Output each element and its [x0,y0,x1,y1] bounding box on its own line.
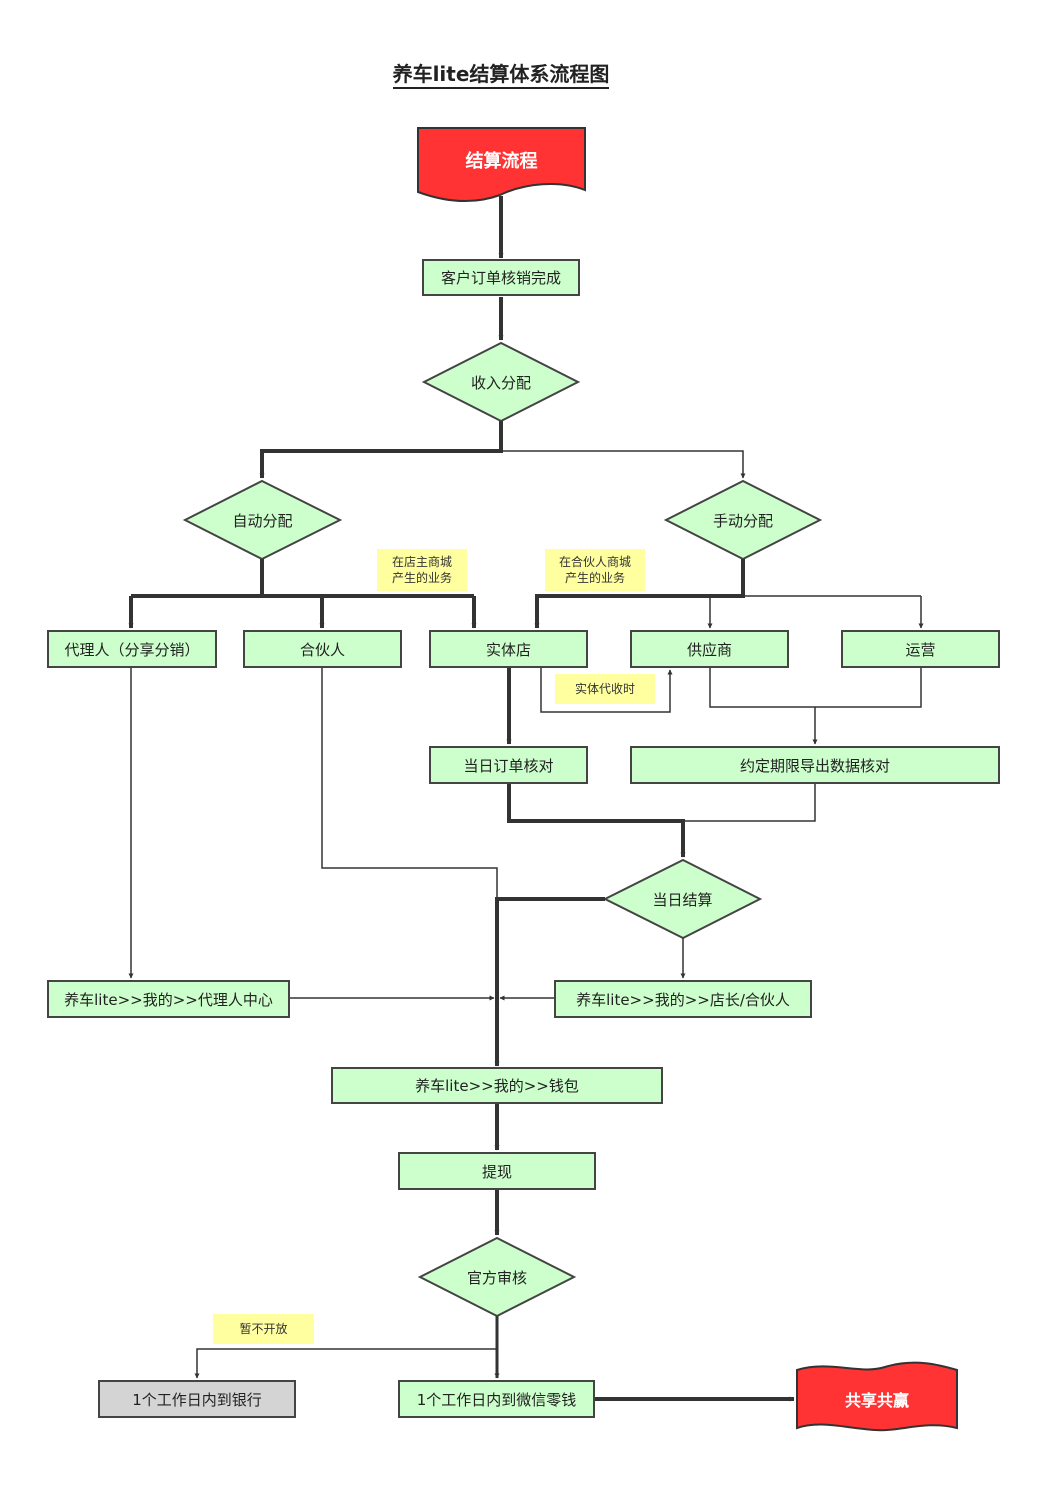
note-not-open: 暂不开放 [213,1314,314,1344]
page-title-text: 养车lite结算体系流程图 [392,62,610,89]
page-title: 养车lite结算体系流程图 [0,58,1002,89]
withdraw-node: 提现 [398,1152,596,1190]
edge-supplier-operation-merge [709,668,922,744]
to-wechat-node: 1个工作日内到微信零钱 [398,1380,595,1418]
edge-export-to-settle [683,784,816,822]
note-store-mall-line2: 产生的业务 [391,571,452,585]
note-partner-mall: 在合伙人商城 产生的业务 [545,549,645,591]
end-flag-shape [796,1361,958,1432]
note-partner-mall-line2: 产生的业务 [564,571,625,585]
wallet-node: 养车lite>>我的>>钱包 [331,1067,663,1104]
manual-split-label: 手动分配 [712,511,773,530]
daily-check-node: 当日订单核对 [429,746,588,784]
start-flag-shape [417,127,586,202]
note-store-collect: 实体代收时 [555,674,655,704]
edge-partner-to-wallet [321,668,498,900]
agent-node: 代理人（分享分销） [47,630,217,668]
auto-split-label: 自动分配 [232,511,293,530]
note-store-mall-line1: 在店主商城 [391,555,452,569]
start-node: 结算流程 [465,151,538,172]
edge-settle-to-wallet [494,897,605,1067]
agent-center-node: 养车lite>>我的>>代理人中心 [47,980,290,1018]
edge-review-to-bank [194,1348,497,1379]
operation-node: 运营 [841,630,1000,668]
daily-settle-label: 当日结算 [652,890,713,909]
store-node: 实体店 [429,630,588,668]
official-review-label: 官方审核 [466,1268,527,1287]
note-partner-mall-line1: 在合伙人商城 [558,555,631,569]
income-split-label: 收入分配 [470,373,531,392]
period-export-node: 约定期限导出数据核对 [630,746,1000,784]
end-node: 共享共赢 [844,1391,909,1410]
edge-income-to-auto [259,421,503,479]
edge-daily-check-to-settle [507,784,686,858]
to-bank-node: 1个工作日内到银行 [98,1380,296,1418]
note-store-mall: 在店主商城 产生的业务 [377,549,467,591]
supplier-node: 供应商 [630,630,789,668]
order-done-node: 客户订单核销完成 [422,259,580,296]
edge-store-to-supplier [540,668,673,713]
edge-auto-bus [131,559,474,598]
edge-income-to-manual [501,450,746,479]
edge-manual-to-store [534,559,745,629]
manager-partner-node: 养车lite>>我的>>店长/合伙人 [554,980,812,1018]
partner-node: 合伙人 [243,630,402,668]
